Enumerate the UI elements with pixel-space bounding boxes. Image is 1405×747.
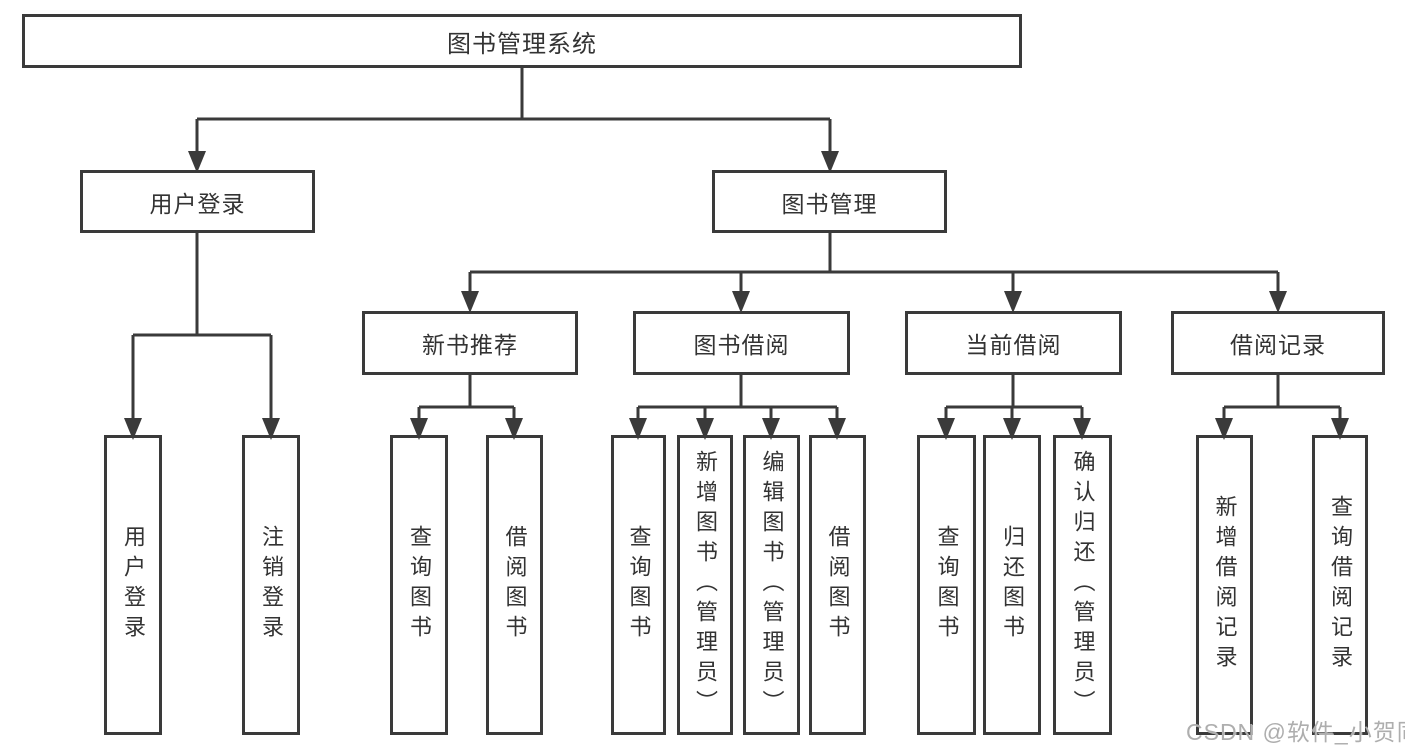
node-label: 用户登录 [149,190,246,217]
leaf-logout: 注销登录 [242,435,300,735]
leaf-confirm-return-admin: 确认归还（管理员） [1053,435,1112,735]
node-label: 当前借阅 [965,332,1062,358]
leaf-label: 新增图书（管理员） [693,450,718,720]
leaf-query-books-borrowing: 查询图书 [611,435,666,735]
connector-book-borrowing-to-leaves [629,375,846,440]
leaf-query-books-current: 查询图书 [917,435,976,735]
node-label: 借阅记录 [1230,332,1326,358]
leaf-user-login: 用户登录 [104,435,162,735]
leaf-label: 归还图书 [1000,525,1025,645]
connector-current-borrowing-to-leaves [937,375,1091,440]
connector-new-book-recommendation-to-leaves [410,375,523,440]
leaf-label: 查询图书 [626,525,652,645]
node-label: 新书推荐 [422,332,518,358]
leaf-label: 注销登录 [259,525,284,645]
connector-user-login-to-leaves [124,233,280,440]
leaf-borrow-books-borrowing: 借阅图书 [809,435,866,735]
node-label: 图书管理 [781,190,878,217]
node-current-borrowing: 当前借阅 [905,311,1122,375]
node-book-borrowing: 图书借阅 [633,311,850,375]
leaf-label: 用户登录 [121,525,146,645]
connector-borrowing-records-to-leaves [1215,375,1349,440]
node-borrowing-records: 借阅记录 [1171,311,1385,375]
leaf-edit-book-admin: 编辑图书（管理员） [743,435,800,735]
leaf-label: 编辑图书（管理员） [759,450,785,720]
node-new-book-recommendation: 新书推荐 [362,311,578,375]
leaf-label: 新增借阅记录 [1212,495,1238,675]
leaf-borrow-books-recommend: 借阅图书 [486,435,543,735]
leaf-query-borrow-record: 查询借阅记录 [1312,435,1368,735]
node-label: 图书借阅 [693,332,790,358]
leaf-label: 查询图书 [934,525,960,645]
node-user-login: 用户登录 [80,170,315,233]
leaf-return-book: 归还图书 [983,435,1041,735]
leaf-label: 确认归还（管理员） [1070,450,1096,720]
node-library-management-system: 图书管理系统 [22,14,1022,68]
connector-root-to-level1 [188,68,839,173]
leaf-label: 查询借阅记录 [1328,495,1353,675]
watermark-text: CSDN @软件_小贺同学 [1186,719,1405,745]
leaf-label: 查询图书 [407,525,432,645]
node-book-management: 图书管理 [712,170,947,233]
leaf-label: 借阅图书 [502,525,528,645]
leaf-add-borrow-record: 新增借阅记录 [1196,435,1253,735]
leaf-query-books-recommend: 查询图书 [390,435,448,735]
node-label: 图书管理系统 [447,30,597,58]
leaf-label: 借阅图书 [825,525,851,645]
connector-book-management-to-level2 [461,233,1287,313]
leaf-add-book-admin: 新增图书（管理员） [677,435,733,735]
